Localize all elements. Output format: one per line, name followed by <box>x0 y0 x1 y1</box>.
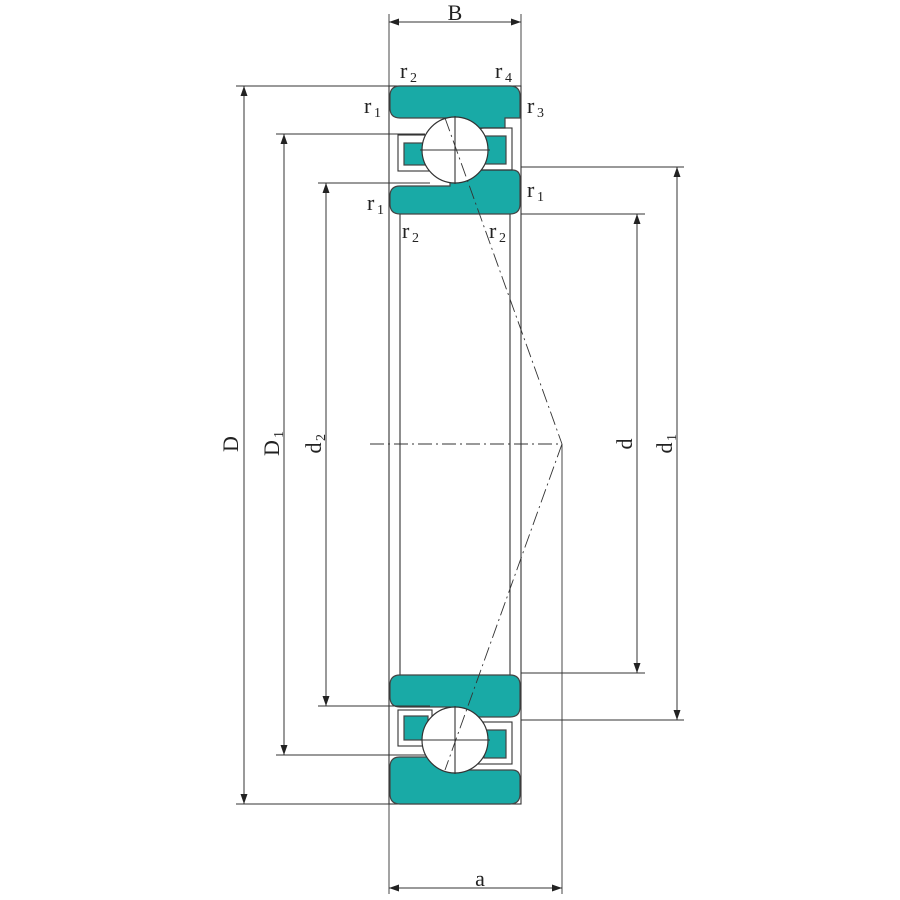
label-r1-lower-right: r 1 <box>527 177 544 205</box>
label-r1-upper-left: r 1 <box>364 93 381 121</box>
label-D1: D 1 <box>259 431 287 456</box>
svg-text:r: r <box>402 218 410 243</box>
extension-lines <box>236 14 684 894</box>
svg-text:r: r <box>367 190 375 215</box>
label-B: B <box>448 0 463 25</box>
svg-text:4: 4 <box>505 71 512 86</box>
bottom-contact-line <box>444 443 563 771</box>
svg-text:1: 1 <box>374 106 381 121</box>
label-d1-sub: 1 <box>665 434 680 441</box>
dimension-labels: B a D D 1 d 2 d d 1 <box>218 0 680 891</box>
label-d1: d 1 <box>652 434 680 454</box>
svg-text:2: 2 <box>499 231 506 246</box>
label-r2-bottom-right: r 2 <box>489 218 506 246</box>
label-r3-upper-right: r 3 <box>527 93 544 121</box>
radius-labels: r 2 r 4 r 1 r 3 r 1 r 1 r 2 r 2 <box>364 58 544 246</box>
svg-text:r: r <box>489 218 497 243</box>
label-r4-top-right: r 4 <box>495 58 512 86</box>
svg-text:r: r <box>364 93 372 118</box>
label-d2-sub: 2 <box>314 434 329 441</box>
bottom-cross-section <box>389 674 521 805</box>
svg-text:r: r <box>527 177 535 202</box>
label-r1-lower-left: r 1 <box>367 190 384 218</box>
svg-text:r: r <box>495 58 503 83</box>
bottom-outer-ring <box>389 756 521 805</box>
svg-text:2: 2 <box>410 71 417 86</box>
label-d2-main: d <box>301 443 326 454</box>
label-d: d <box>612 439 637 450</box>
centre-lines <box>370 117 563 771</box>
svg-text:3: 3 <box>537 106 544 121</box>
label-r2-top-left: r 2 <box>400 58 417 86</box>
dimension-lines <box>240 18 681 892</box>
label-d2: d 2 <box>301 434 329 454</box>
svg-text:r: r <box>527 93 535 118</box>
label-r2-bottom-left: r 2 <box>402 218 419 246</box>
svg-text:2: 2 <box>412 231 419 246</box>
label-D1-sub: 1 <box>272 431 287 438</box>
label-D1-main: D <box>259 440 284 456</box>
label-D: D <box>218 436 243 452</box>
label-d1-main: d <box>652 443 677 454</box>
top-inner-ring <box>389 169 521 215</box>
top-cross-section <box>389 85 521 215</box>
svg-text:1: 1 <box>537 190 544 205</box>
label-a: a <box>475 866 485 891</box>
svg-text:r: r <box>400 58 408 83</box>
top-contact-line <box>444 117 563 445</box>
svg-text:1: 1 <box>377 203 384 218</box>
